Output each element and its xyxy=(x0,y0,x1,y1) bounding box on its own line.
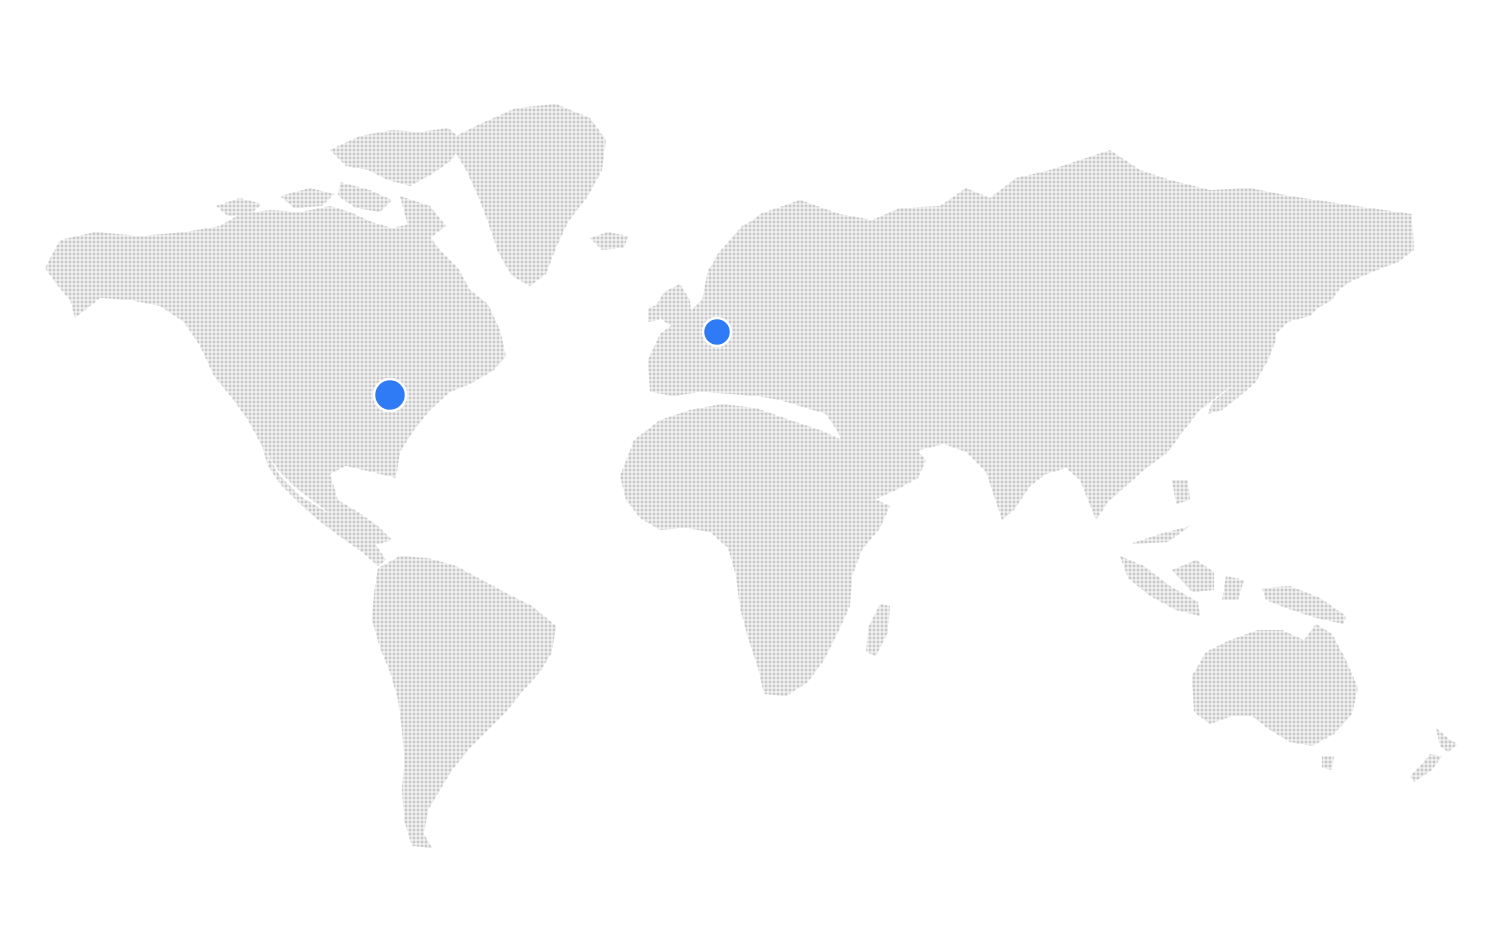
iceland xyxy=(590,232,628,250)
continent-greenland xyxy=(448,104,606,286)
japan xyxy=(1208,256,1354,414)
tasmania xyxy=(1322,756,1334,770)
arabian-peninsula xyxy=(844,424,926,500)
continent-north-america xyxy=(45,206,506,546)
continent-central-america xyxy=(262,446,386,566)
madagascar xyxy=(866,604,890,656)
arctic-islands xyxy=(216,128,462,238)
continent-africa xyxy=(620,404,890,696)
new-guinea xyxy=(1262,586,1346,624)
continent-australia xyxy=(1192,624,1358,746)
southeast-asia-islands xyxy=(1120,480,1244,616)
scandinavia xyxy=(706,204,822,300)
location-marker-europe[interactable] xyxy=(701,316,733,348)
new-zealand xyxy=(1410,728,1458,782)
location-marker-north-america[interactable] xyxy=(372,377,408,413)
british-isles xyxy=(648,284,692,330)
continent-south-america xyxy=(372,556,556,848)
continent-eurasia xyxy=(648,150,1414,520)
